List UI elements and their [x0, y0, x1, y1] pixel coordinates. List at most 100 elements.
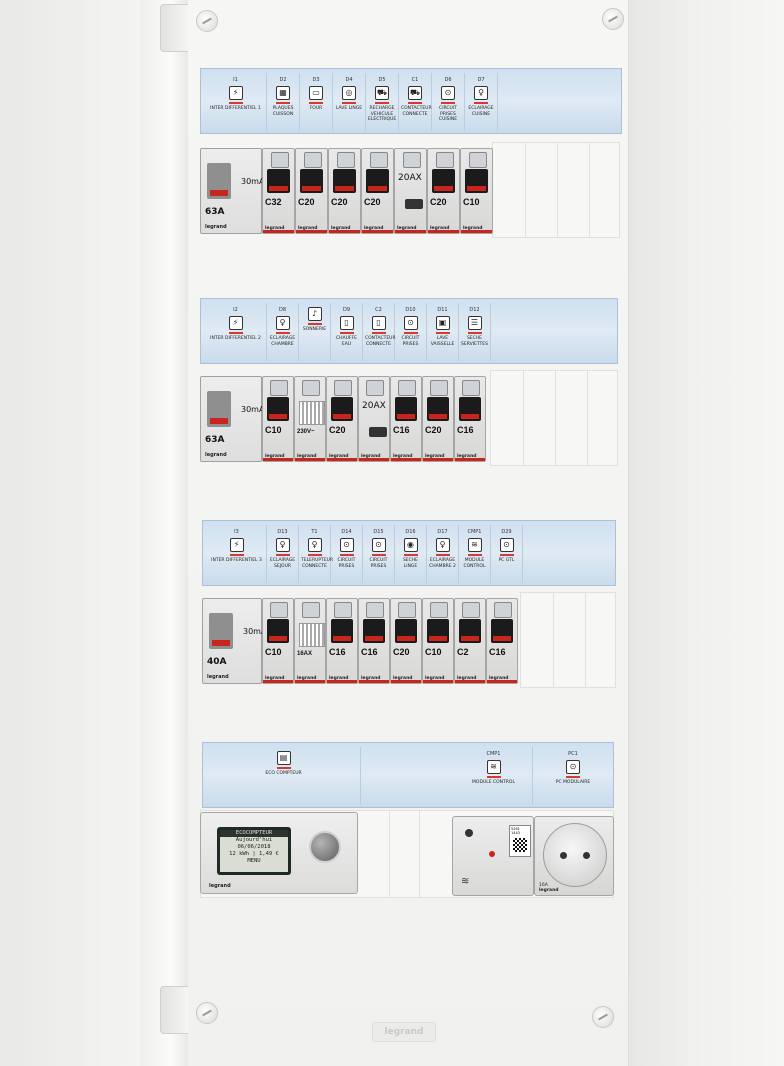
toggle-handle[interactable] — [427, 619, 449, 643]
toggle-handle[interactable] — [331, 397, 353, 421]
accent-stripe — [461, 230, 492, 233]
strip-bar — [307, 323, 322, 325]
circuit-breaker[interactable]: C16 legrand — [358, 598, 390, 684]
toggle-handle[interactable] — [465, 169, 488, 193]
accent-stripe — [362, 230, 393, 233]
strip-bar — [276, 767, 291, 769]
toggle-handle[interactable] — [491, 619, 513, 643]
toggle-handle[interactable] — [366, 169, 389, 193]
strip-label: PLAQUES CUISSON — [272, 106, 294, 117]
rating-label: 20AX — [398, 173, 422, 183]
toggle-handle[interactable] — [432, 169, 455, 193]
strip-cell: D17♀ECLAIRAGE CHAMBRE 2 — [427, 525, 459, 583]
pc-modulaire-socket[interactable]: 16A legrand — [534, 816, 614, 896]
bulb-icon: ♀ — [307, 538, 322, 552]
eco-compteur[interactable]: ECOCOMPTEUR Aujourd'hui 06/06/2018 12 kW… — [200, 812, 358, 894]
strip-cell: D10⊙CIRCUIT PRISES — [395, 303, 427, 361]
toggle-handle[interactable] — [395, 619, 417, 643]
selector-icon[interactable] — [369, 427, 387, 437]
button-icon[interactable] — [489, 851, 495, 857]
brand-logo: legrand — [364, 226, 384, 231]
bell-module[interactable]: 230V~legrand — [294, 376, 326, 462]
strip-code: D5 — [378, 77, 386, 83]
socket-icon: ⊙ — [339, 538, 354, 552]
brand-logo: legrand — [425, 676, 445, 681]
rating-label: C20 — [331, 197, 348, 207]
toggle-handle[interactable] — [207, 391, 231, 427]
toggle-handle[interactable] — [333, 169, 356, 193]
toggle-handle[interactable] — [427, 397, 449, 421]
strip-bar — [403, 554, 418, 556]
rating-label: 230V~ — [297, 429, 315, 435]
strip-bar — [467, 554, 482, 556]
rating-label: C10 — [265, 647, 282, 657]
toggle-handle[interactable] — [395, 397, 417, 421]
module-control[interactable]: 5261 1443 ≋ — [452, 816, 534, 896]
toggle-handle[interactable] — [300, 169, 323, 193]
strip-bar — [375, 102, 389, 104]
toggle-handle[interactable] — [207, 163, 231, 199]
toggle-handle[interactable] — [267, 397, 289, 421]
strip-label: INTER DIFFERENTIEL 2 — [210, 336, 261, 341]
eco-menu: MENU — [247, 858, 261, 864]
brand-logo: legrand — [425, 454, 445, 459]
strip-cell: D7♀ECLAIRAGE CUISINE — [465, 73, 498, 131]
amperage-label: 63A — [205, 207, 225, 217]
toggle-handle[interactable] — [267, 169, 290, 193]
eco-line: 12 kWh | 1,49 € — [229, 851, 279, 857]
strip-cell: D11▣LAVE VAISSELLE — [427, 303, 459, 361]
toggle-handle[interactable] — [363, 619, 385, 643]
strip-label: PC MODULAIRE — [555, 780, 591, 785]
strip-label: SONNERIE — [302, 327, 327, 332]
strip-code: PC1 — [568, 751, 578, 757]
bulb-icon: ♀ — [275, 316, 290, 330]
toggle-handle[interactable] — [459, 619, 481, 643]
strip-bar — [339, 332, 354, 334]
toggle-handle[interactable] — [459, 397, 481, 421]
brand-logo: legrand — [361, 676, 381, 681]
wifi-icon: ≋ — [461, 876, 470, 887]
strip-code: D3 — [312, 77, 320, 83]
strip-label: INTER DIFFERENTIEL 3 — [211, 558, 262, 563]
strip-bar — [403, 332, 418, 334]
rating-label: C16 — [361, 647, 378, 657]
selector-icon[interactable] — [405, 199, 423, 209]
panel-door[interactable] — [140, 0, 193, 1066]
strip-bar — [486, 776, 501, 778]
toggle-handle[interactable] — [267, 619, 289, 643]
eco-knob[interactable] — [309, 831, 341, 863]
strip-code: C1 — [411, 77, 419, 83]
toggle-handle[interactable] — [209, 613, 233, 649]
eco-header: ECOCOMPTEUR — [220, 830, 288, 837]
strip-code: I1 — [233, 77, 238, 83]
brand-logo: legrand — [430, 226, 450, 231]
bulb-icon: ♀ — [275, 538, 290, 552]
module-icon — [494, 602, 512, 618]
brand-logo: legrand — [457, 676, 477, 681]
towel-dryer-icon: ☰ — [467, 316, 482, 330]
toggle-handle[interactable] — [331, 619, 353, 643]
